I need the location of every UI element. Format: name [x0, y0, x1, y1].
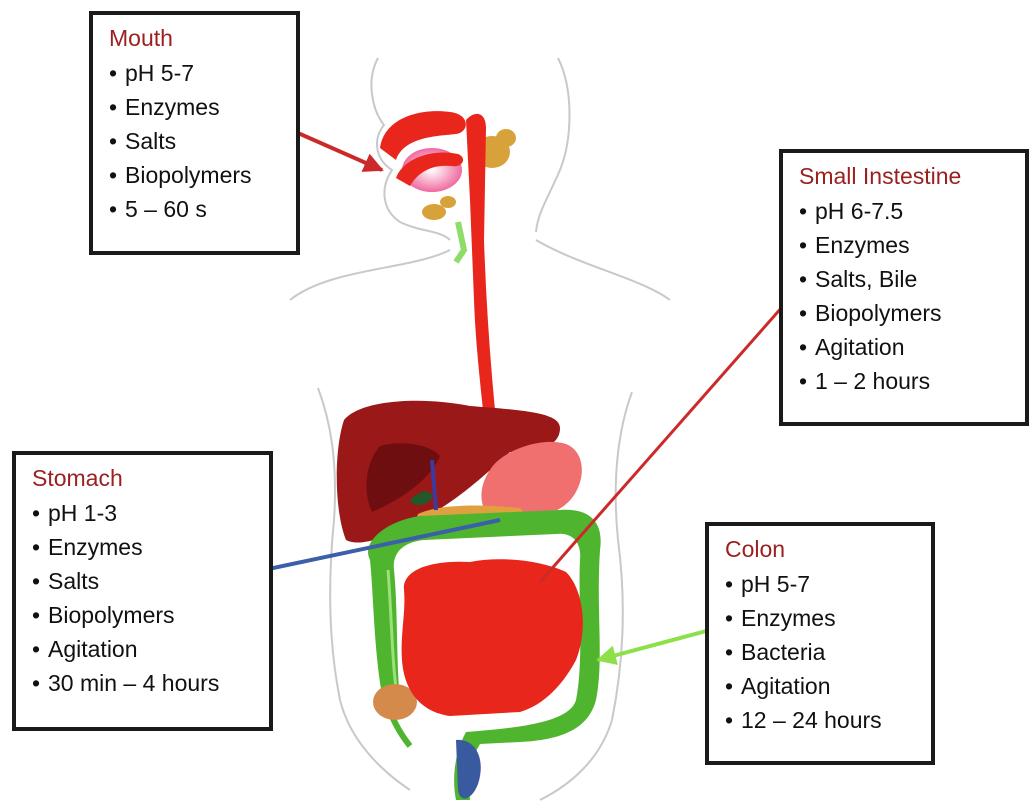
mouth-title: Mouth: [109, 23, 282, 53]
colon-conditions-list: •pH 5-7 •Enzymes •Bacteria •Agitation •1…: [725, 567, 917, 737]
colon-title: Colon: [725, 534, 917, 564]
list-item: •5 – 60 s: [109, 192, 282, 226]
list-item: •Salts: [32, 564, 255, 598]
mouth-info-box: Mouth •pH 5-7 •Enzymes •Salts •Biopolyme…: [89, 11, 300, 255]
list-item: •Agitation: [32, 632, 255, 666]
list-item: •Biopolymers: [799, 296, 1011, 330]
colon-arrow: [598, 630, 710, 660]
mouth-conditions-list: •pH 5-7 •Enzymes •Salts •Biopolymers •5 …: [109, 56, 282, 226]
list-item: •pH 1-3: [32, 496, 255, 530]
small-intestine-info-box: Small Instestine •pH 6-7.5 •Enzymes •Sal…: [779, 149, 1029, 426]
stomach-info-box: Stomach •pH 1-3 •Enzymes •Salts •Biopoly…: [12, 451, 273, 731]
list-item: •12 – 24 hours: [725, 703, 917, 737]
small-intestine-organ: [402, 559, 583, 716]
list-item: •Agitation: [725, 669, 917, 703]
stomach-conditions-list: •pH 1-3 •Enzymes •Salts •Biopolymers •Ag…: [32, 496, 255, 700]
stomach-title: Stomach: [32, 463, 255, 493]
list-item: •Salts: [109, 124, 282, 158]
list-item: •Enzymes: [109, 90, 282, 124]
list-item: •Bacteria: [725, 635, 917, 669]
list-item: •Enzymes: [725, 601, 917, 635]
small-intestine-conditions-list: •pH 6-7.5 •Enzymes •Salts, Bile •Biopoly…: [799, 194, 1011, 398]
small-intestine-title: Small Instestine: [799, 161, 1011, 191]
oral-cavity: [380, 111, 466, 192]
list-item: •1 – 2 hours: [799, 364, 1011, 398]
trachea: [456, 222, 464, 262]
colon-info-box: Colon •pH 5-7 •Enzymes •Bacteria •Agitat…: [705, 522, 935, 765]
list-item: •Agitation: [799, 330, 1011, 364]
list-item: •Biopolymers: [32, 598, 255, 632]
list-item: •Enzymes: [799, 228, 1011, 262]
list-item: •Enzymes: [32, 530, 255, 564]
list-item: •Salts, Bile: [799, 262, 1011, 296]
list-item: •Biopolymers: [109, 158, 282, 192]
list-item: •pH 5-7: [725, 567, 917, 601]
list-item: •30 min – 4 hours: [32, 666, 255, 700]
list-item: •pH 6-7.5: [799, 194, 1011, 228]
list-item: •pH 5-7: [109, 56, 282, 90]
